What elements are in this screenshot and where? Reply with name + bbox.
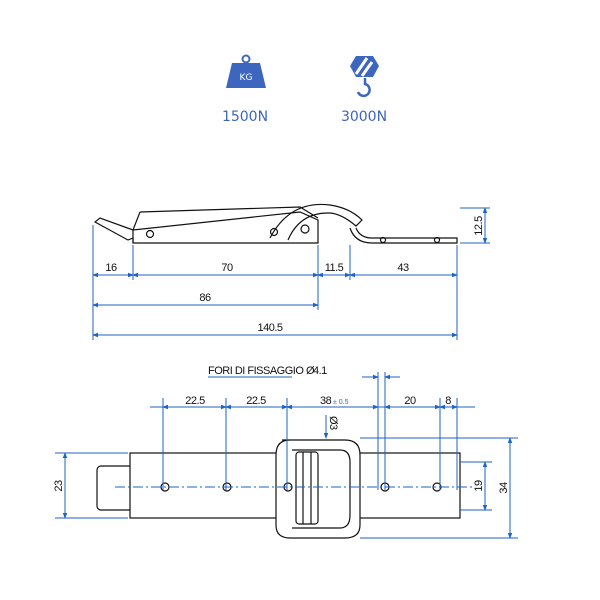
weight-icon: KG <box>226 54 266 88</box>
dim-86: 86 <box>199 292 211 304</box>
latch-top-view <box>96 439 475 539</box>
dim-34: 34 <box>498 482 510 494</box>
fixing-holes-label: FORI DI FISSAGGIO Ø <box>208 365 315 377</box>
latch-side-view <box>93 203 458 244</box>
dim-38: 38 <box>320 395 332 407</box>
dim-pin-diameter: Ø3 <box>327 416 339 430</box>
weight-icon-label: KG <box>240 73 253 83</box>
dim-22-5-a: 22.5 <box>185 395 205 407</box>
dim-12-5: 12.5 <box>473 216 485 236</box>
dim-140-5: 140.5 <box>257 322 282 334</box>
top-view-dimensions: FORI DI FISSAGGIO Ø 4.1 22.5 22.5 38 ± 0… <box>53 365 518 539</box>
fixing-holes-diameter: 4.1 <box>313 365 327 377</box>
dim-11-5: 11.5 <box>325 262 344 274</box>
dim-38-tolerance: ± 0.5 <box>333 399 349 406</box>
dim-43: 43 <box>397 262 409 274</box>
dim-20: 20 <box>404 395 416 407</box>
crane-hook-icon <box>350 56 379 98</box>
dim-23: 23 <box>53 480 65 492</box>
dim-16: 16 <box>105 262 117 274</box>
side-view-dimensions: 16 70 11.5 43 86 140.5 12.5 <box>92 207 490 340</box>
dim-19: 19 <box>473 480 485 492</box>
dim-22-5-b: 22.5 <box>246 395 266 407</box>
load-rating-3000n: 3000N <box>341 109 387 125</box>
dim-8: 8 <box>445 395 451 407</box>
load-rating-1500n: 1500N <box>222 109 268 125</box>
dim-70: 70 <box>221 262 233 274</box>
